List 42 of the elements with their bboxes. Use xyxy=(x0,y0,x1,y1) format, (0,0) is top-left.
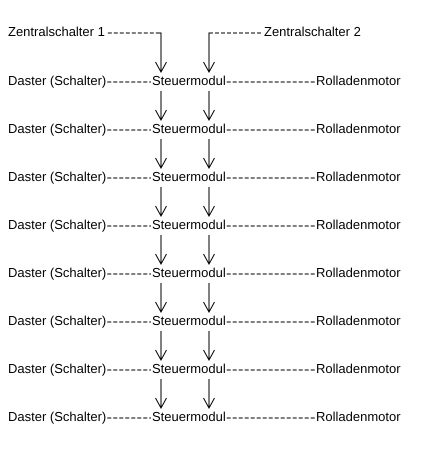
control-module-label: Steuermodul xyxy=(152,313,226,329)
central-switch-label: Zentralschalter 2 xyxy=(264,24,361,40)
control-module-label: Steuermodul xyxy=(152,265,226,281)
shutter-motor-label: Rolladenmotor xyxy=(316,313,401,329)
arrow xyxy=(203,138,215,168)
push-button-label: Daster (Schalter) xyxy=(8,265,106,281)
push-button-label: Daster (Schalter) xyxy=(8,313,106,329)
arrow xyxy=(155,282,167,312)
arrow xyxy=(203,32,262,72)
shutter-motor-label: Rolladenmotor xyxy=(316,409,401,425)
control-module-label: Steuermodul xyxy=(152,169,226,185)
shutter-motor-label: Rolladenmotor xyxy=(316,169,401,185)
shutter-motor-label: Rolladenmotor xyxy=(316,361,401,377)
arrow xyxy=(155,186,167,216)
arrow xyxy=(203,90,215,120)
control-module-label: Steuermodul xyxy=(152,409,226,425)
arrow xyxy=(203,234,215,264)
control-module-label: Steuermodul xyxy=(152,121,226,137)
shutter-motor-label: Rolladenmotor xyxy=(316,73,401,89)
shutter-motor-label: Rolladenmotor xyxy=(316,121,401,137)
central-switch-label: Zentralschalter 1 xyxy=(8,24,105,40)
arrow xyxy=(203,186,215,216)
control-module-label: Steuermodul xyxy=(152,361,226,377)
push-button-label: Daster (Schalter) xyxy=(8,121,106,137)
push-button-label: Daster (Schalter) xyxy=(8,361,106,377)
arrow xyxy=(203,378,215,408)
arrow xyxy=(155,330,167,360)
arrow xyxy=(155,90,167,120)
push-button-label: Daster (Schalter) xyxy=(8,409,106,425)
arrow xyxy=(155,378,167,408)
push-button-label: Daster (Schalter) xyxy=(8,217,106,233)
push-button-label: Daster (Schalter) xyxy=(8,169,106,185)
push-button-label: Daster (Schalter) xyxy=(8,73,106,89)
arrow xyxy=(155,234,167,264)
control-module-label: Steuermodul xyxy=(152,73,226,89)
control-module-label: Steuermodul xyxy=(152,217,226,233)
arrow xyxy=(155,138,167,168)
shutter-motor-label: Rolladenmotor xyxy=(316,217,401,233)
arrow xyxy=(107,32,167,72)
arrow xyxy=(203,330,215,360)
arrow xyxy=(203,282,215,312)
shutter-motor-label: Rolladenmotor xyxy=(316,265,401,281)
